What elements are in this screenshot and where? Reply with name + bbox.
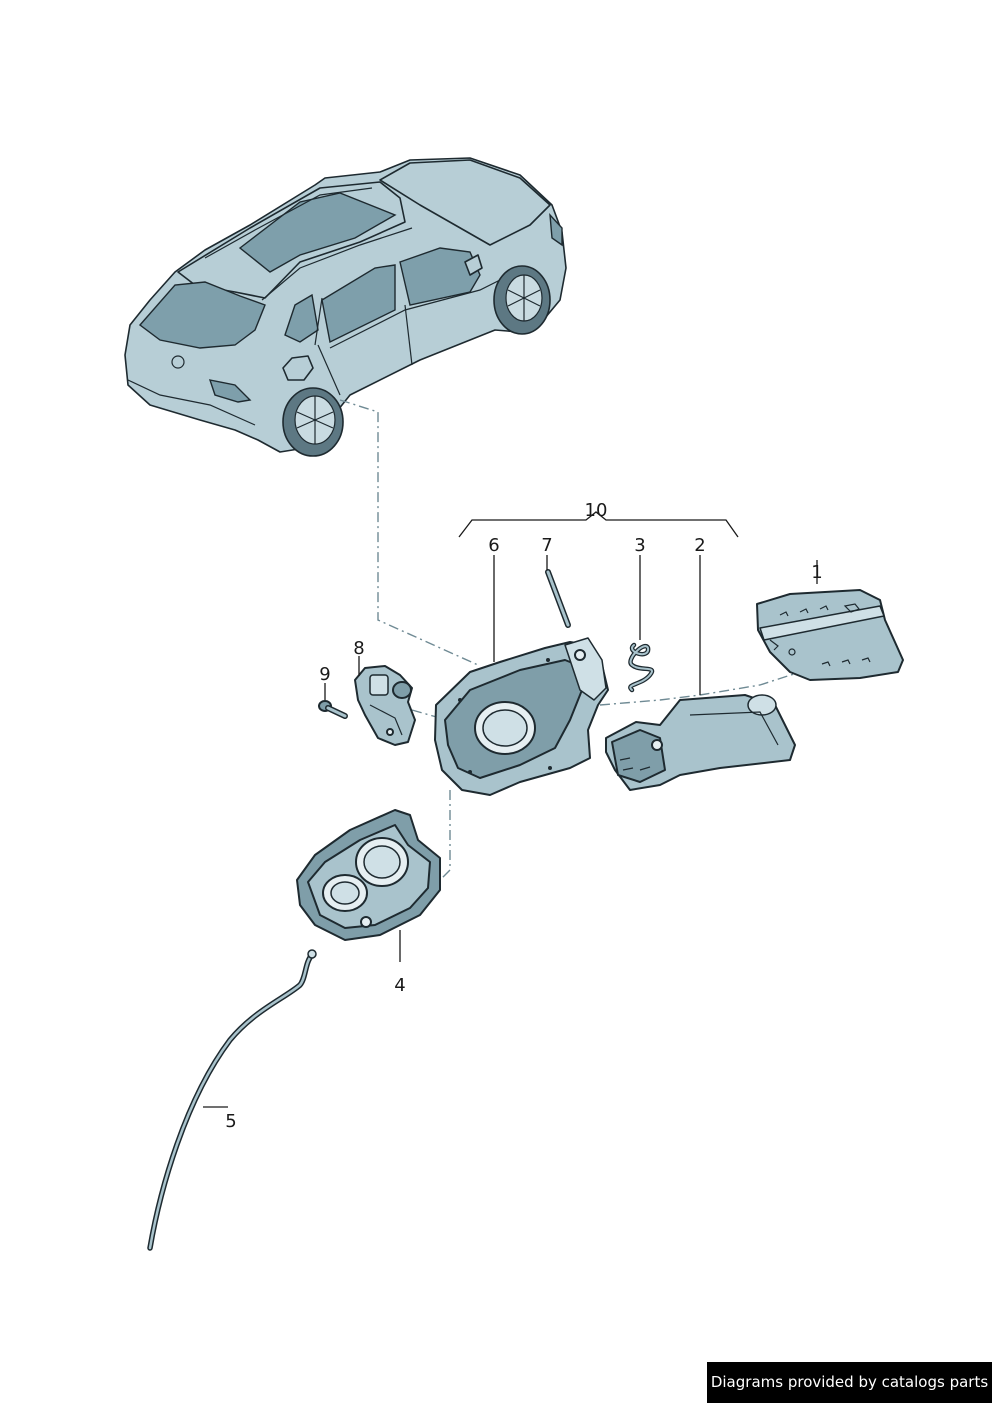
vehicle-illustration: [124, 157, 567, 457]
part-9-screw: [318, 700, 348, 719]
callout-8: 8: [353, 638, 364, 659]
callout-3: 3: [634, 535, 645, 556]
callout-6: 6: [488, 535, 499, 556]
part-8-latch-actuator: [354, 665, 416, 746]
part-4-flap-frame: [296, 809, 441, 941]
part-3-spring: [628, 642, 655, 693]
assembly-guide-lines: [339, 399, 801, 881]
attribution-banner: Diagrams provided by catalogs parts: [707, 1362, 992, 1403]
part-1-cover-panel: [756, 589, 904, 681]
callout-2: 2: [694, 535, 705, 556]
callout-10: 10: [585, 500, 608, 521]
callout-labels: 1 2 3 4 5 6 7 8 9 10: [225, 500, 822, 1132]
leader-lines: [203, 511, 818, 1108]
part-6-filler-housing: [434, 637, 609, 796]
callout-1: 1: [811, 562, 822, 583]
part-7-pin: [545, 569, 571, 628]
part-2-bracket: [605, 694, 796, 791]
guide-line-housing-to-flap: [439, 790, 451, 881]
callout-9: 9: [319, 664, 330, 685]
callout-7: 7: [541, 535, 552, 556]
bracket-10: [458, 511, 739, 538]
callout-5: 5: [225, 1111, 236, 1132]
part-5-cable: [147, 949, 317, 1251]
callout-4: 4: [394, 975, 405, 996]
guide-line-car-to-housing: [339, 399, 479, 666]
